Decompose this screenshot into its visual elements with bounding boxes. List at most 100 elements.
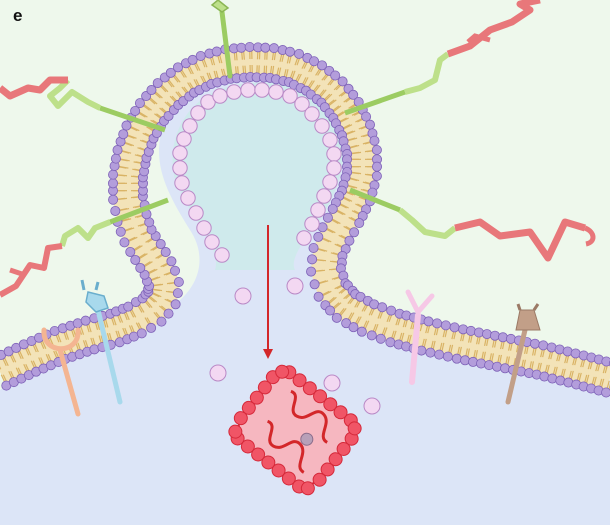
coat-particle xyxy=(180,190,196,206)
lipid-head xyxy=(123,301,134,312)
lipid-head xyxy=(489,330,500,341)
lipid-head xyxy=(500,363,511,374)
internalized-ligand xyxy=(290,389,329,444)
lipid-head xyxy=(108,169,119,180)
lipid-head xyxy=(211,46,222,57)
lipid-head xyxy=(440,320,451,331)
lipid-head xyxy=(112,145,123,156)
lipid-head xyxy=(294,48,305,59)
coat-particle xyxy=(326,146,342,162)
lipid-head xyxy=(119,237,130,248)
free-particle xyxy=(286,277,304,295)
lipid-head xyxy=(108,178,119,189)
coat-particle xyxy=(182,118,198,134)
receptor-right-1 xyxy=(344,0,541,116)
lipid-head xyxy=(309,279,320,290)
lipid-head xyxy=(375,333,386,344)
lipid-head xyxy=(317,60,328,71)
coat-particle xyxy=(304,216,320,232)
receptor-left-1 xyxy=(0,76,166,133)
brown-receptor xyxy=(505,303,541,405)
blue-receptor xyxy=(80,279,123,405)
lipid-head xyxy=(337,76,348,87)
lipid-head xyxy=(163,308,174,319)
lipid-head xyxy=(473,327,484,338)
lipid-head xyxy=(130,254,141,265)
vesicle-lumen xyxy=(172,82,344,270)
lipid-head xyxy=(170,265,181,276)
lipid-head xyxy=(425,347,436,358)
coat-particle xyxy=(254,82,270,98)
lipid-head xyxy=(449,322,460,333)
lipid-head xyxy=(269,43,280,54)
lipid-head xyxy=(354,218,365,229)
coat-particle xyxy=(326,160,342,176)
panel-label: e xyxy=(13,6,23,25)
coat-particle xyxy=(322,132,338,148)
lipid-head xyxy=(434,349,445,360)
lipid-head xyxy=(146,322,157,333)
lipid-head xyxy=(118,129,129,140)
lipid-head xyxy=(152,78,163,89)
coat-particle xyxy=(172,145,188,161)
lipid-head xyxy=(497,332,508,343)
endosome-membrane-beads xyxy=(228,364,362,496)
coat-particle xyxy=(204,234,220,250)
free-vesicles xyxy=(209,277,381,415)
lipid-head xyxy=(135,262,146,273)
lipid-head xyxy=(244,42,255,53)
lipid-head xyxy=(166,256,177,267)
lipid-head xyxy=(165,67,176,78)
lipid-head xyxy=(125,246,136,257)
lipid-head xyxy=(121,120,132,131)
lipid-head xyxy=(146,85,157,96)
lipid-head xyxy=(484,360,495,371)
lipid-head xyxy=(306,266,317,277)
lipid-head xyxy=(344,235,355,246)
lipid-head xyxy=(366,330,377,341)
orange-receptor xyxy=(41,327,81,417)
lipid-head xyxy=(284,46,295,57)
receptor-left-2 xyxy=(0,197,169,298)
lipid-head xyxy=(308,242,319,253)
lipid-head xyxy=(348,89,359,100)
free-particle xyxy=(323,374,341,392)
free-particle xyxy=(234,287,252,305)
lipid-head xyxy=(601,356,610,367)
lipid-head xyxy=(325,305,336,316)
receptor-ligand-complexes xyxy=(0,0,596,298)
coat-particle xyxy=(304,106,320,122)
coat-particle xyxy=(212,88,228,104)
lipid-head xyxy=(156,316,167,327)
lipid-head xyxy=(130,105,141,116)
lipid-head xyxy=(195,50,206,61)
lipid-head xyxy=(313,231,324,242)
lipid-head xyxy=(110,153,121,164)
free-particle xyxy=(209,364,227,382)
lipid-head xyxy=(423,316,434,327)
lipid-head xyxy=(307,254,318,265)
lipid-head xyxy=(330,70,341,81)
lipid-head xyxy=(110,205,121,216)
lipid-head xyxy=(601,387,610,398)
lipid-head xyxy=(371,144,382,155)
plasma-membrane-receptors xyxy=(41,279,541,417)
lipid-head xyxy=(386,305,397,316)
endosome xyxy=(228,364,362,496)
lipid-head xyxy=(442,351,453,362)
lipid-head xyxy=(538,340,549,351)
lipid-head xyxy=(492,361,503,372)
receptor-right-2 xyxy=(349,187,596,262)
coat-particle xyxy=(174,175,190,191)
lipid-head xyxy=(173,277,184,288)
lipid-head xyxy=(476,358,487,369)
coat-particle xyxy=(282,88,298,104)
lipid-head xyxy=(371,171,382,182)
endosome-bead xyxy=(228,424,243,439)
coat-particle xyxy=(188,205,204,221)
lipid-head xyxy=(371,161,382,172)
lipid-head xyxy=(136,328,147,339)
lipid-head xyxy=(465,325,476,336)
lipid-head xyxy=(416,345,427,356)
lipid-head xyxy=(361,111,372,122)
